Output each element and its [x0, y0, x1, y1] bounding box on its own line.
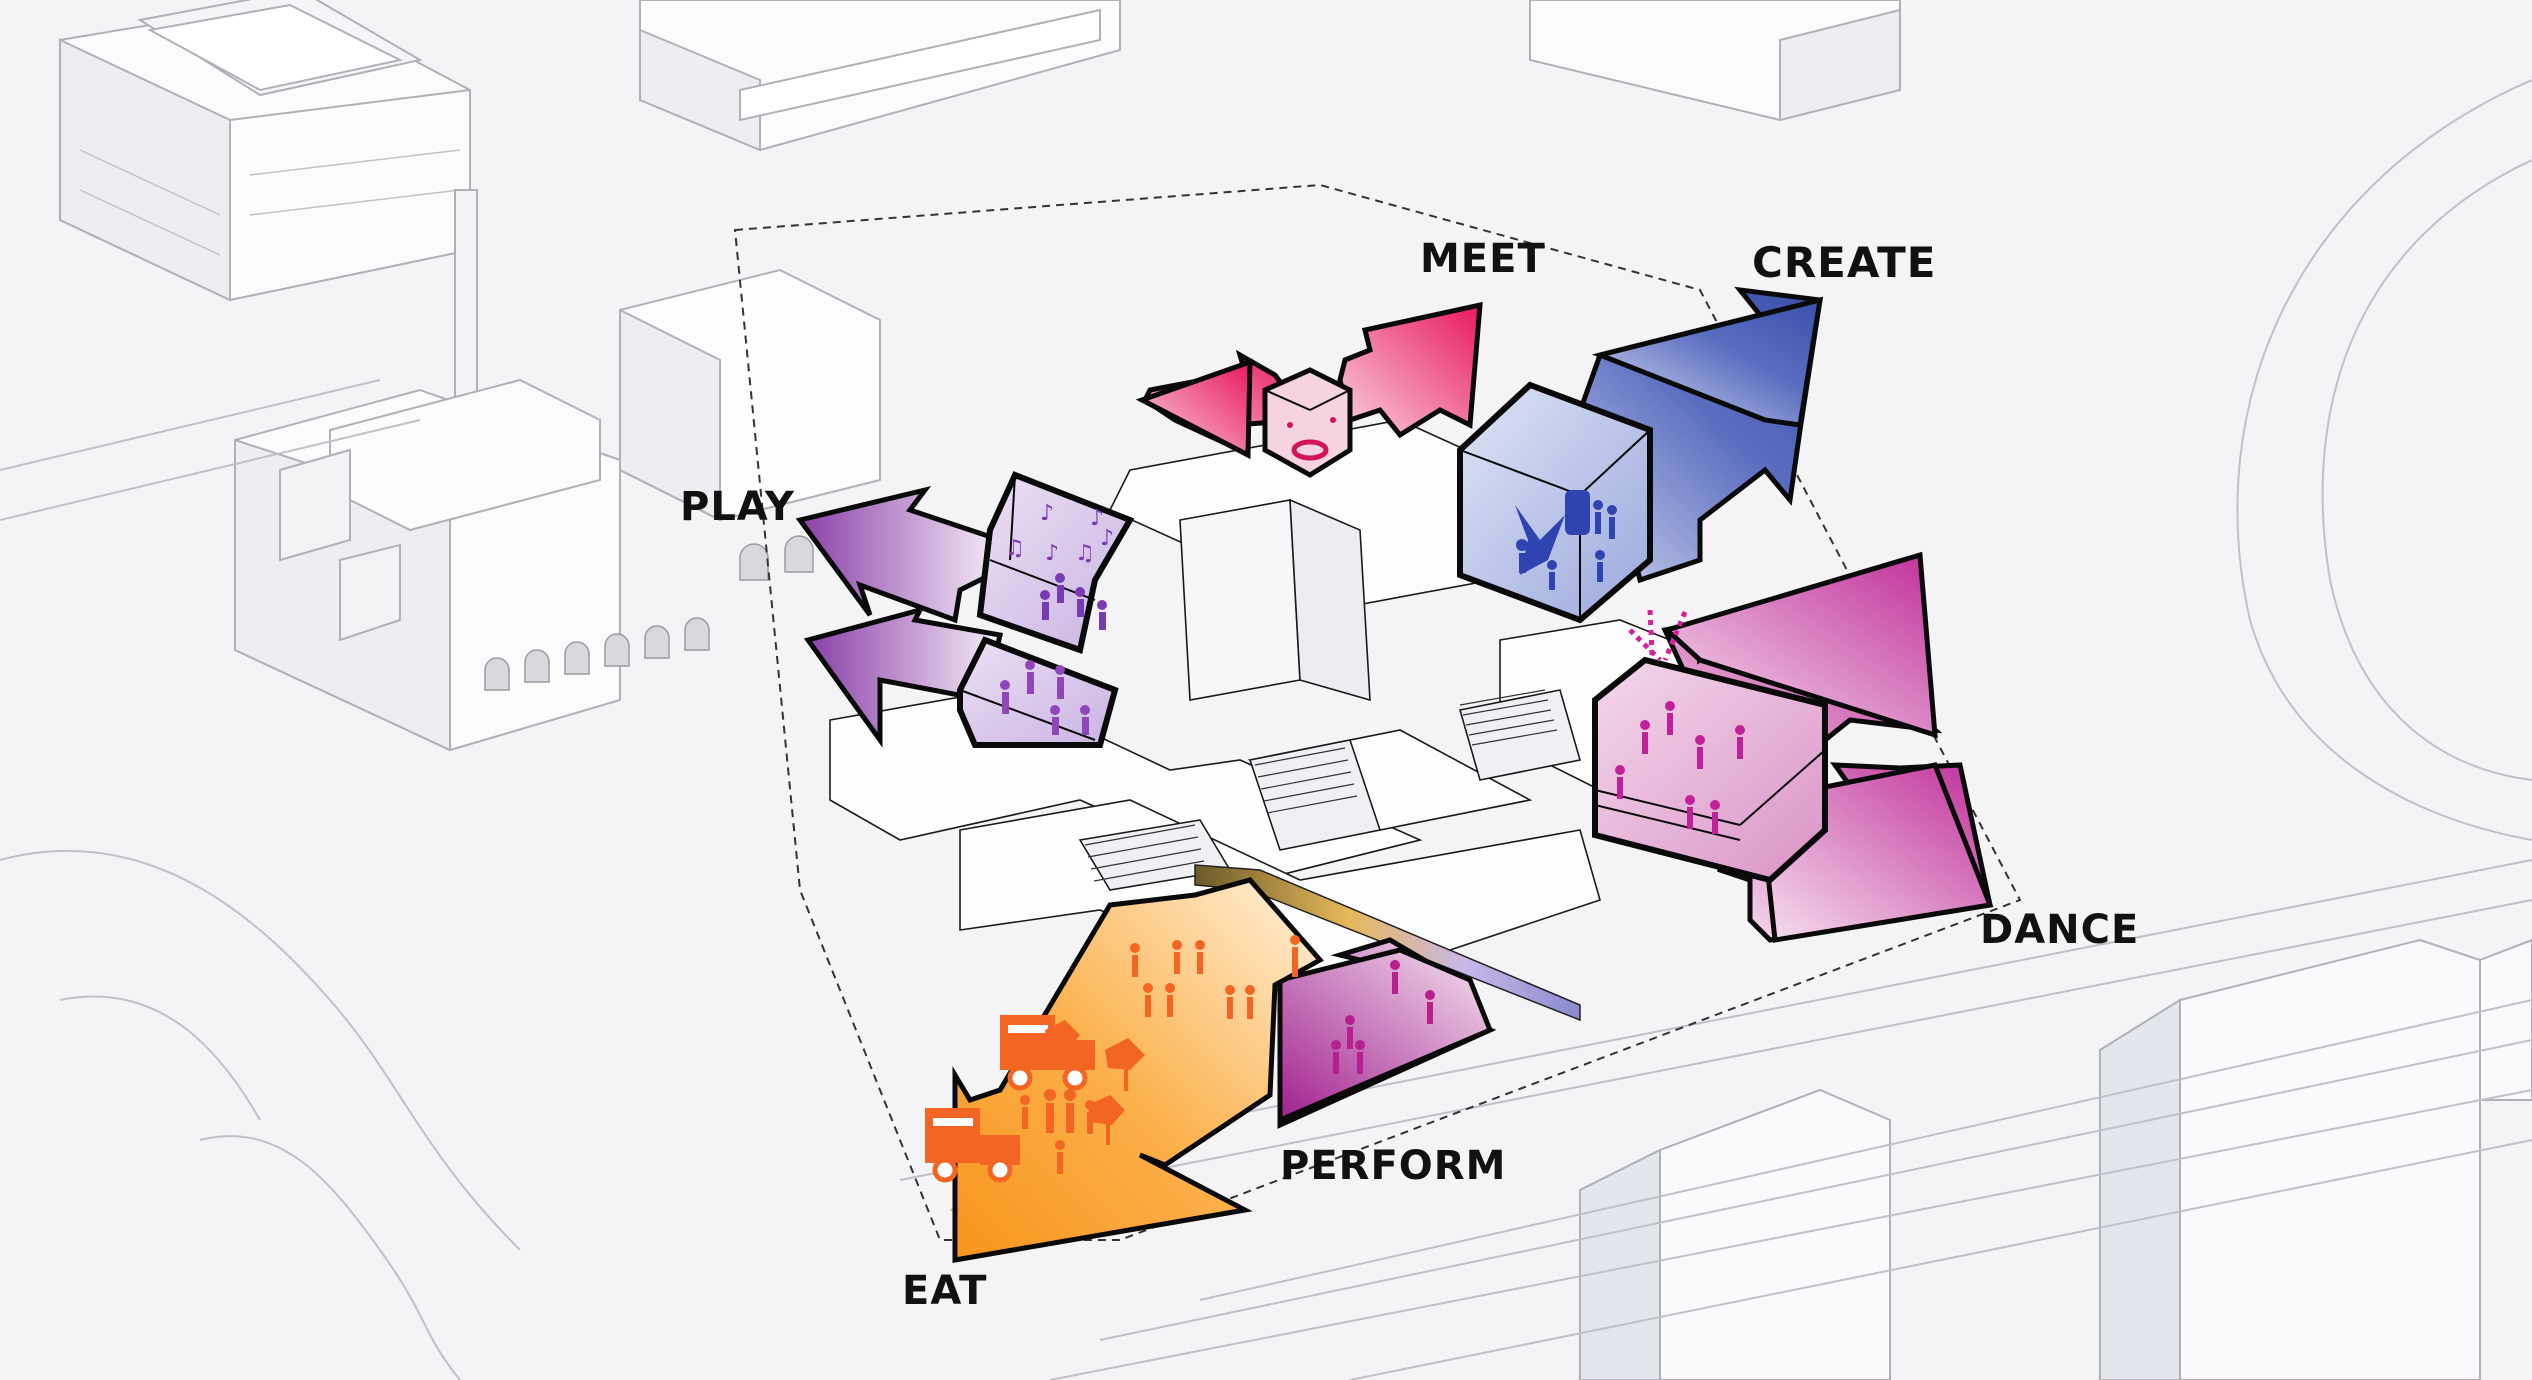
- meet-box: [1262, 367, 1353, 478]
- umbrella-table-icon: [1045, 1020, 1145, 1145]
- performer-figures-icon: [1331, 960, 1435, 1074]
- perform-zone: [1277, 937, 1497, 1129]
- context-building-top-center: [639, 0, 1121, 152]
- meet-person-icon: [1287, 422, 1293, 428]
- dance-box: [1592, 656, 1828, 884]
- context-building-tower-3: [2479, 938, 2532, 1101]
- play-arrow-upper: [795, 485, 1004, 624]
- context-roads: [0, 79, 2532, 1380]
- eat-icons: [925, 935, 1300, 1183]
- svg-text:♪: ♪: [1100, 526, 1114, 551]
- create-figures-icon: [1515, 490, 1617, 590]
- stairs: [1084, 689, 1558, 882]
- context-building-top-right: [1529, 0, 1901, 122]
- music-notes-icon: ♫♪♪ ♪♫♪: [1005, 501, 1114, 566]
- svg-text:♪: ♪: [1090, 506, 1104, 531]
- label-perform: PERFORM: [1280, 1143, 1507, 1189]
- svg-text:♪: ♪: [1040, 501, 1054, 526]
- eat-zone: [925, 877, 1324, 1263]
- meet-arrow-right: [1337, 301, 1483, 439]
- meet-table-icon: [1291, 439, 1329, 461]
- context-building-tower-1: [1579, 1088, 1891, 1380]
- svg-text:♪: ♪: [1045, 541, 1059, 566]
- site-boundary: [733, 183, 2022, 1241]
- play-box-lower: [957, 636, 1119, 748]
- play-box-upper: ♫♪♪ ♪♫♪: [976, 471, 1135, 654]
- create-arrow-head: [1591, 296, 1824, 428]
- label-create: CREATE: [1752, 238, 1937, 287]
- meet-zone: [1135, 301, 1483, 478]
- create-box: [1457, 381, 1653, 624]
- label-dance: DANCE: [1980, 907, 2140, 953]
- svg-text:♫: ♫: [1075, 541, 1095, 566]
- create-zone: [1457, 286, 1824, 624]
- food-truck-icon: [925, 1108, 1020, 1183]
- svg-text:♫: ♫: [1005, 536, 1025, 561]
- label-eat: EAT: [902, 1268, 988, 1314]
- play-zone: ♫♪♪ ♪♫♪: [795, 471, 1135, 748]
- dance-zone: [1592, 551, 1994, 943]
- dining-people-icon: [1020, 935, 1300, 1174]
- juggler-figures-icon: [1000, 660, 1090, 735]
- label-meet: MEET: [1420, 236, 1546, 282]
- context-building-concert-hall: [59, 0, 471, 302]
- context-buildings: [59, 0, 2532, 1380]
- label-play: PLAY: [680, 484, 795, 530]
- meet-arrow-left-head: [1135, 358, 1253, 460]
- sound-waves-icon: [1628, 609, 1688, 662]
- dance-arrow-upper-head: [1662, 551, 1938, 739]
- meet-person-icon: [1330, 417, 1336, 423]
- musician-figures-icon: [1040, 573, 1107, 630]
- eat-arrow: [952, 877, 1324, 1263]
- dancer-figures-icon: [1615, 701, 1745, 834]
- context-building-power-station: [234, 189, 881, 752]
- context-building-tower-2: [2099, 938, 2481, 1380]
- perform-arrow-body: [1277, 947, 1494, 1124]
